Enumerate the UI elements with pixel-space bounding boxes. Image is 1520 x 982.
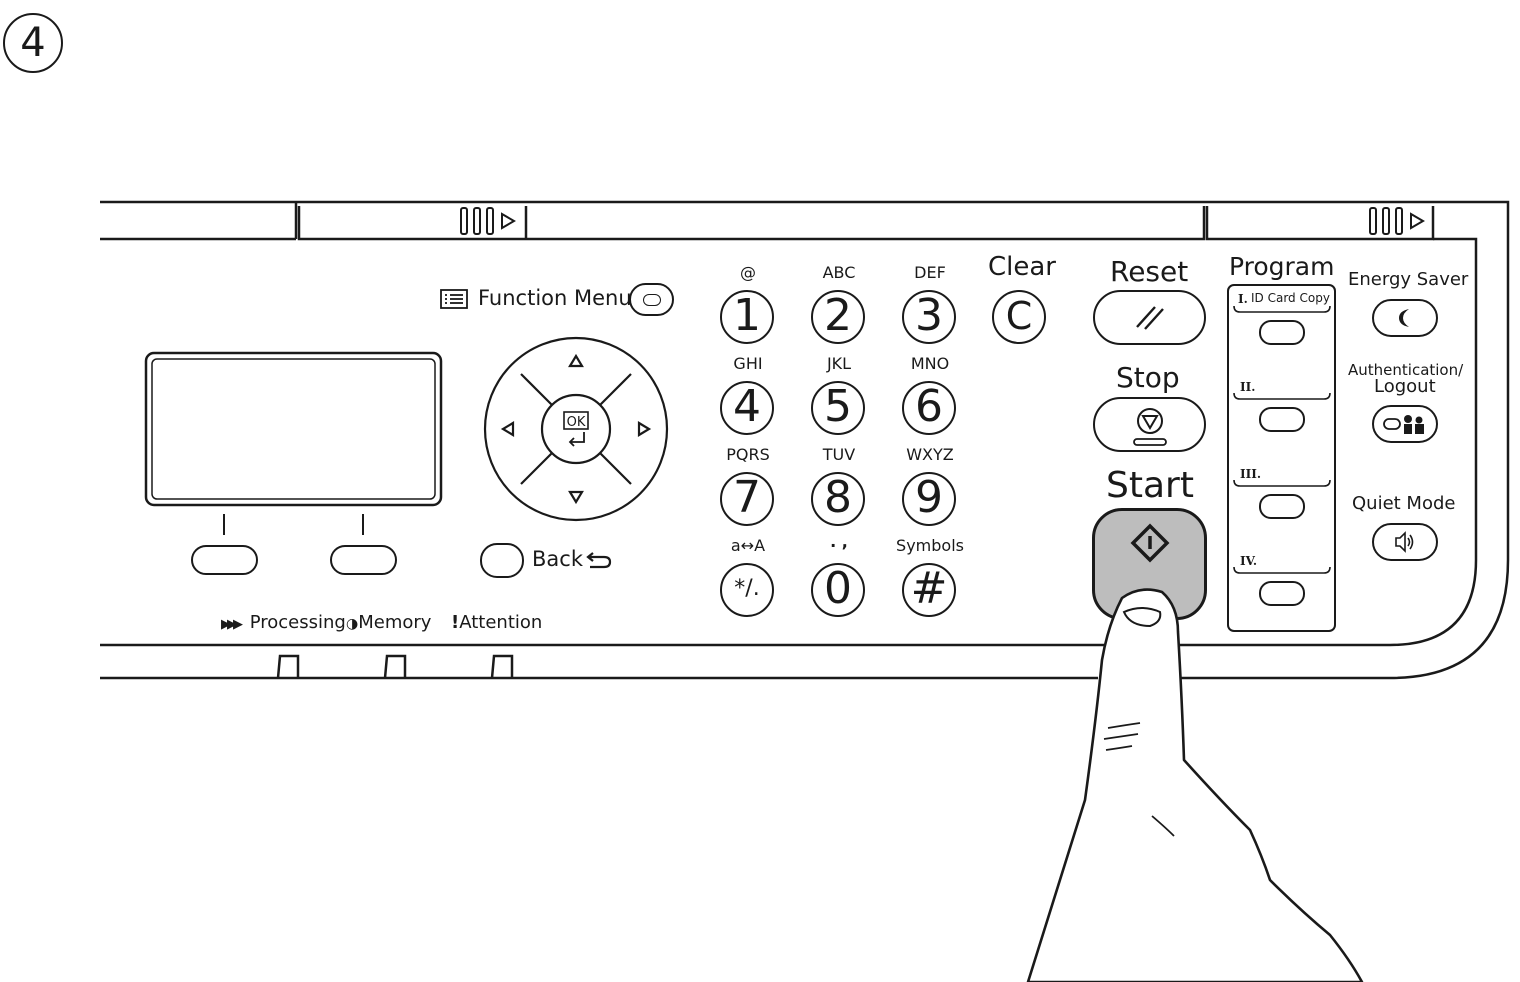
memory-label: Memory — [358, 612, 432, 633]
quiet-mode-label: Quiet Mode — [1352, 493, 1456, 514]
program-1-button[interactable] — [1259, 320, 1305, 345]
back-arrow-icon — [586, 549, 612, 575]
attention-label: Attention — [459, 612, 543, 633]
authentication-logout-button[interactable] — [1372, 405, 1438, 443]
start-diamond-icon — [1130, 523, 1169, 563]
key-star[interactable]: */. — [720, 563, 774, 617]
arrow-left-button[interactable] — [486, 384, 536, 476]
key-2-letters: ABC — [822, 263, 856, 282]
list-icon — [440, 289, 468, 313]
program-slot-1-caption: ID Card Copy — [1251, 291, 1330, 305]
left-soft-key[interactable] — [191, 545, 258, 575]
key-9[interactable]: 9 — [902, 472, 956, 526]
program-label: Program — [1229, 252, 1335, 281]
user-key-icon — [1383, 415, 1424, 434]
key-5[interactable]: 5 — [811, 381, 865, 435]
attention-icon: ! — [451, 612, 460, 633]
memory-icon: ◑ — [346, 616, 359, 632]
key-7-letters: PQRS — [726, 445, 770, 464]
reset-label: Reset — [1110, 255, 1189, 288]
right-soft-key[interactable] — [330, 545, 397, 575]
processing-label: Processing — [249, 612, 346, 633]
arrow-up-button[interactable] — [530, 340, 622, 390]
energy-saver-button[interactable] — [1372, 299, 1438, 337]
key-1-letters: @ — [740, 263, 756, 282]
auth-label-line1: Authentication/ — [1348, 361, 1464, 379]
ok-label: OK — [567, 415, 586, 430]
speaker-icon — [1395, 531, 1414, 553]
start-label: Start — [1106, 465, 1194, 506]
program-slot-3-label: III. — [1240, 467, 1262, 481]
key-7[interactable]: 7 — [720, 472, 774, 526]
key-0-letters: . , — [830, 532, 848, 551]
step-number-badge: 4 — [3, 13, 63, 73]
program-slot-1-label: I. — [1238, 292, 1248, 306]
arrow-down-button[interactable] — [530, 470, 622, 520]
key-8[interactable]: 8 — [811, 472, 865, 526]
key-6-letters: MNO — [910, 354, 950, 373]
stop-button[interactable] — [1093, 397, 1206, 452]
key-hash[interactable]: # — [902, 563, 956, 617]
back-button[interactable] — [480, 543, 524, 578]
processing-icon: ▶▶▶ — [221, 617, 243, 632]
program-4-button[interactable] — [1259, 581, 1305, 606]
program-slot-4-label: IV. — [1240, 554, 1258, 568]
step-number: 4 — [20, 20, 46, 66]
key-9-letters: WXYZ — [906, 445, 954, 464]
key-star-letters: a↔A — [730, 536, 766, 555]
clear-button[interactable]: C — [992, 290, 1046, 344]
key-5-letters: JKL — [826, 354, 852, 373]
stop-label: Stop — [1116, 361, 1180, 394]
start-button[interactable] — [1092, 508, 1207, 620]
key-6[interactable]: 6 — [902, 381, 956, 435]
energy-saver-label: Energy Saver — [1348, 269, 1469, 290]
function-menu-label: Function Menu — [478, 286, 632, 310]
reset-slash-icon — [1135, 305, 1164, 330]
key-2[interactable]: 2 — [811, 290, 865, 344]
key-4[interactable]: 4 — [720, 381, 774, 435]
key-hash-letters: Symbols — [896, 536, 964, 555]
function-menu-button[interactable] — [629, 283, 674, 316]
ok-button[interactable] — [542, 395, 610, 463]
arrow-right-button[interactable] — [616, 384, 666, 476]
moon-icon — [1399, 309, 1409, 327]
key-3[interactable]: 3 — [902, 290, 956, 344]
key-4-letters: GHI — [733, 354, 763, 373]
reset-button[interactable] — [1093, 290, 1206, 345]
attention-indicator: !Attention — [451, 612, 542, 633]
key-1[interactable]: 1 — [720, 290, 774, 344]
key-0[interactable]: 0 — [811, 563, 865, 617]
key-3-letters: DEF — [914, 263, 946, 282]
stop-icon — [1132, 407, 1167, 446]
key-8-letters: TUV — [822, 445, 856, 464]
memory-indicator: ◑Memory — [346, 612, 431, 633]
clear-label: Clear — [988, 252, 1056, 282]
quiet-mode-button[interactable] — [1372, 523, 1438, 561]
back-label: Back — [532, 547, 583, 571]
auth-label-line2: Logout — [1374, 376, 1436, 397]
program-slot-2-label: II. — [1240, 380, 1256, 394]
program-3-button[interactable] — [1259, 494, 1305, 519]
processing-indicator: ▶▶▶ Processing — [221, 612, 346, 633]
program-2-button[interactable] — [1259, 407, 1305, 432]
